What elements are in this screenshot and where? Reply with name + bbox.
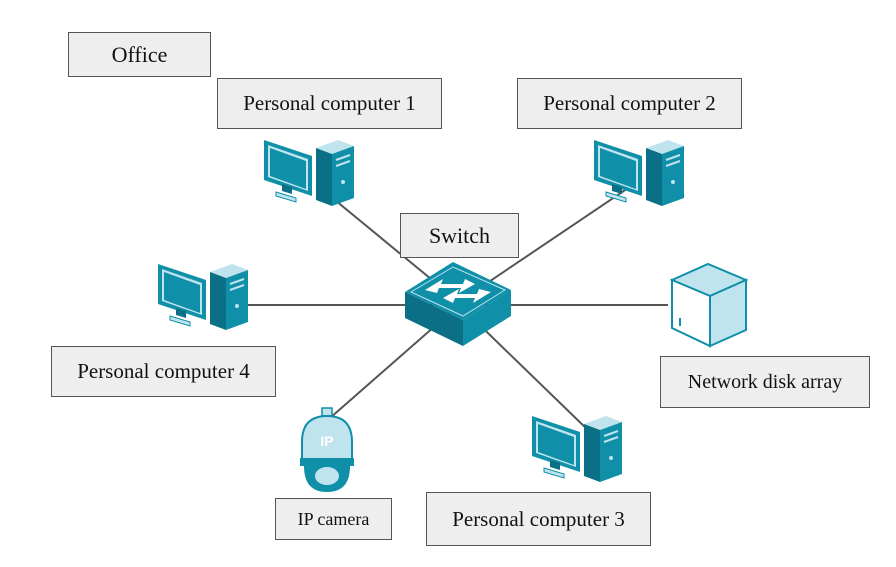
network-switch-icon	[405, 262, 511, 346]
pc1-desktop-computer-icon	[263, 139, 355, 207]
pc3-label: Personal computer 3	[426, 492, 651, 546]
pc4-label: Personal computer 4	[51, 346, 276, 397]
switch-label: Switch	[400, 213, 519, 258]
disk-array-icon	[669, 262, 749, 348]
pc3-desktop-computer-icon	[531, 415, 623, 483]
camera-ip-badge: IP	[320, 433, 333, 449]
pc1-label: Personal computer 1	[217, 78, 442, 129]
pc4-desktop-computer-icon	[157, 263, 249, 331]
pc2-desktop-computer-icon	[593, 139, 685, 207]
camera-label: IP camera	[275, 498, 392, 540]
pc2-label: Personal computer 2	[517, 78, 742, 129]
nas-label: Network disk array	[660, 356, 870, 408]
office-label: Office	[68, 32, 211, 77]
dome-camera-icon: IP	[300, 407, 354, 492]
